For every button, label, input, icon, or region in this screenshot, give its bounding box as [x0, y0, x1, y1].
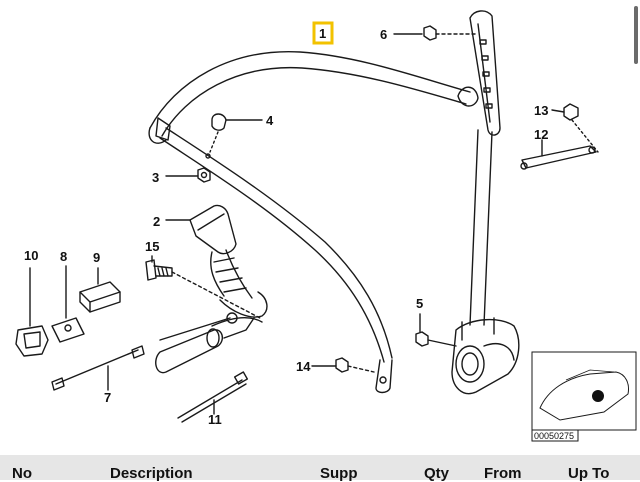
column-header-from[interactable]: From [484, 465, 522, 482]
bracket-8[interactable] [51, 265, 85, 343]
column-header-up-to[interactable]: Up To [568, 465, 610, 482]
selected-part-highlight [312, 21, 334, 45]
callout-4[interactable]: 4 [266, 113, 274, 128]
column-header-supp[interactable]: Supp [320, 465, 358, 482]
cover-cap-4[interactable] [205, 113, 227, 159]
bolt-13[interactable] [563, 103, 599, 153]
callout-1[interactable]: 1 [319, 26, 326, 41]
bolt-6[interactable] [423, 25, 479, 41]
lower-belt-webbing[interactable] [469, 129, 493, 326]
column-header-qty[interactable]: Qty [424, 465, 450, 482]
cable-tie-11[interactable] [177, 371, 249, 423]
callout-14[interactable]: 14 [296, 359, 311, 374]
callout-13[interactable]: 13 [534, 103, 548, 118]
mounting-bar-12[interactable] [520, 145, 597, 170]
belt-buckle[interactable] [155, 204, 268, 374]
callout-11[interactable]: 11 [208, 412, 222, 427]
bolt-5[interactable] [415, 331, 457, 347]
belt-retractor[interactable] [451, 317, 520, 395]
parts-diagram: 00050275 1 2 3 4 5 6 7 8 9 10 11 12 13 1… [15, 10, 637, 442]
clip-10[interactable] [15, 267, 49, 357]
callout-15[interactable]: 15 [145, 239, 159, 254]
callout-3[interactable]: 3 [152, 170, 159, 185]
callout-12[interactable]: 12 [534, 127, 548, 142]
column-header-no[interactable]: No [12, 465, 32, 482]
callout-5[interactable]: 5 [416, 296, 423, 311]
cover-9[interactable] [79, 267, 121, 313]
column-header-description[interactable]: Description [110, 465, 193, 482]
vehicle-location-inset [531, 351, 637, 431]
parts-table-header: No Description Supp Qty From Up To [0, 455, 640, 482]
callout-9[interactable]: 9 [93, 250, 100, 265]
callout-6[interactable]: 6 [380, 27, 387, 42]
callout-10[interactable]: 10 [24, 248, 38, 263]
cable-7[interactable] [51, 345, 145, 391]
buckle-cable[interactable] [159, 312, 238, 341]
callout-2[interactable]: 2 [153, 214, 160, 229]
callout-8[interactable]: 8 [60, 249, 67, 264]
seat-belt-webbing[interactable] [148, 51, 471, 363]
scrollbar-thumb[interactable] [634, 6, 638, 64]
callout-7[interactable]: 7 [104, 390, 111, 405]
reference-code: 00050275 [534, 431, 574, 441]
height-adjuster-rail[interactable] [457, 10, 501, 136]
bolt-14[interactable] [335, 357, 375, 373]
belt-anchor-fitting[interactable] [375, 359, 393, 394]
nut-3[interactable] [197, 167, 211, 183]
reference-code-box [531, 429, 579, 442]
